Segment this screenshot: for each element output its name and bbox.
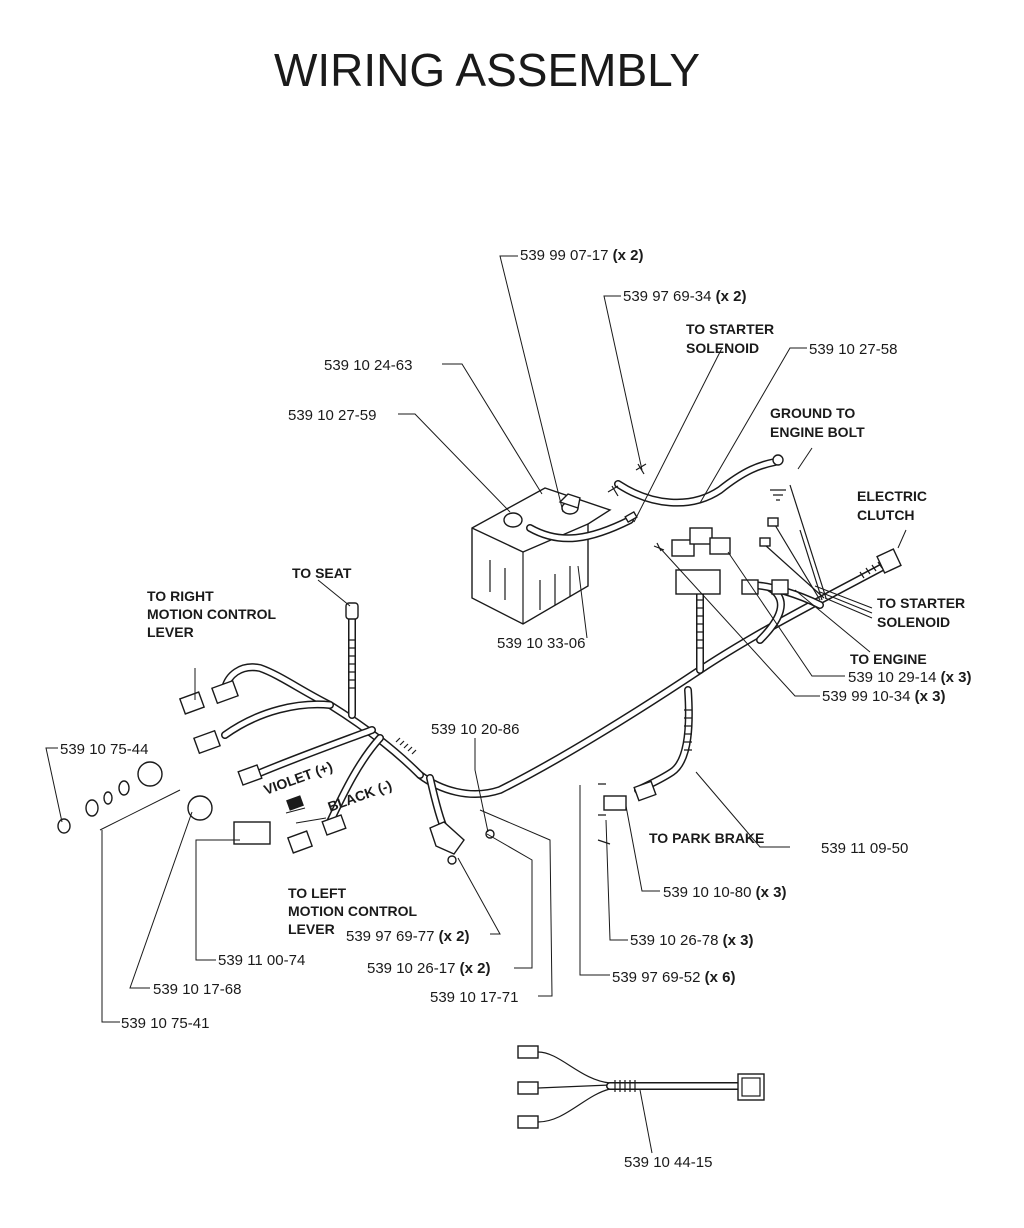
leader-lines — [45, 255, 907, 1154]
right-motion-control-connectors — [178, 679, 239, 715]
label-539-11-00-74: 539 11 00-74 — [218, 952, 305, 969]
main-harness — [221, 484, 896, 834]
note-to-seat: TO SEAT — [292, 565, 352, 581]
note-to-starter-solenoid-top: TO STARTER SOLENOID — [686, 321, 778, 356]
diagram-title: WIRING ASSEMBLY — [274, 44, 700, 96]
left-motion-control-connectors — [286, 814, 347, 854]
label-539-10-44-15: 539 10 44-15 — [624, 1154, 712, 1171]
label-539-97-69-77: 539 97 69-77 (x 2) — [346, 928, 469, 945]
label-539-99-07-17: 539 99 07-17 (x 2) — [520, 247, 643, 264]
note-ground-to-engine-bolt: GROUND TO ENGINE BOLT — [770, 405, 865, 440]
label-539-99-10-34: 539 99 10-34 (x 3) — [822, 688, 945, 705]
note-to-right-motion-control-lever: TO RIGHT MOTION CONTROL LEVER — [147, 588, 280, 640]
note-to-engine: TO ENGINE — [850, 651, 927, 667]
label-539-10-33-06: 539 10 33-06 — [497, 635, 585, 652]
label-539-97-69-34: 539 97 69-34 (x 2) — [623, 288, 746, 305]
battery — [471, 487, 612, 625]
seat-connector — [345, 602, 359, 620]
label-539-10-26-78: 539 10 26-78 (x 3) — [630, 932, 753, 949]
label-539-10-27-59: 539 10 27-59 — [288, 407, 376, 424]
label-539-10-24-63: 539 10 24-63 — [324, 357, 412, 374]
label-539-10-75-41: 539 10 75-41 — [121, 1015, 209, 1032]
label-539-97-69-52: 539 97 69-52 (x 6) — [612, 969, 735, 986]
label-539-11-09-50: 539 11 09-50 — [821, 840, 908, 857]
label-539-10-10-80: 539 10 10-80 (x 3) — [663, 884, 786, 901]
note-to-park-brake: TO PARK BRAKE — [649, 830, 764, 846]
label-539-10-75-44: 539 10 75-44 — [60, 741, 148, 758]
part-labels: 539 99 07-17 (x 2) 539 97 69-34 (x 2) 53… — [60, 247, 971, 1171]
battery-cables — [526, 454, 786, 543]
note-electric-clutch: ELECTRIC CLUTCH — [857, 488, 931, 523]
label-539-10-17-71: 539 10 17-71 — [430, 989, 518, 1006]
note-to-left-motion-control-lever: TO LEFT MOTION CONTROL LEVER — [288, 885, 421, 937]
park-brake-connector — [597, 780, 657, 845]
switch-bracket — [429, 821, 495, 865]
harness-539-10-44-15 — [517, 1045, 765, 1129]
note-to-starter-solenoid-right: TO STARTER SOLENOID — [877, 595, 969, 630]
note-black: BLACK (-) — [326, 777, 394, 815]
label-539-10-26-17: 539 10 26-17 (x 2) — [367, 960, 490, 977]
label-539-10-29-14: 539 10 29-14 (x 3) — [848, 669, 971, 686]
label-539-10-27-58: 539 10 27-58 — [809, 341, 897, 358]
key-switch-parts — [57, 729, 304, 845]
label-539-10-17-68: 539 10 17-68 — [153, 981, 241, 998]
label-539-10-20-86: 539 10 20-86 — [431, 721, 519, 738]
